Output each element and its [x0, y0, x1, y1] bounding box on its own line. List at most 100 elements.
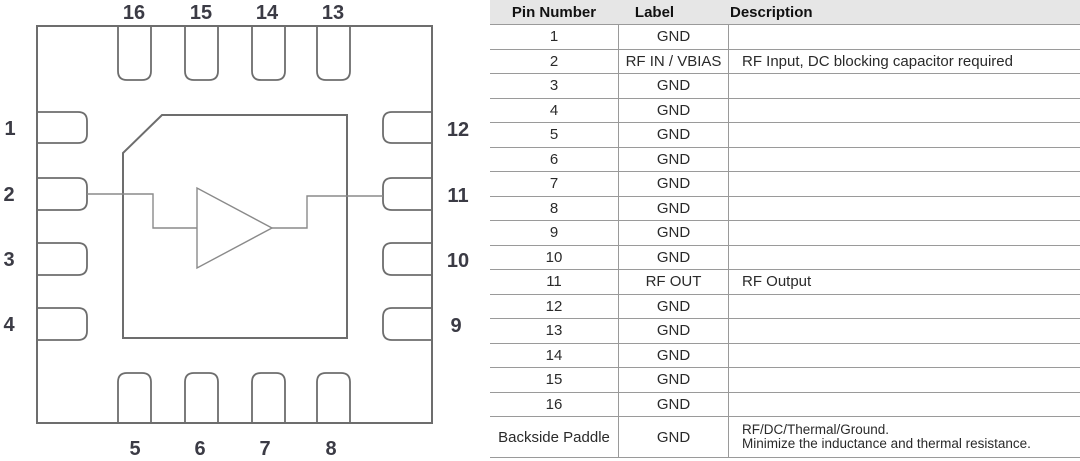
pin-label-13: 13: [322, 2, 344, 24]
pin-pad-8: [316, 372, 351, 422]
pin-pad-9: [382, 307, 431, 341]
table-row: 15 GND: [490, 368, 1080, 393]
table-row: 6 GND: [490, 147, 1080, 172]
pin-label-14: 14: [256, 2, 279, 24]
pin-pad-7: [251, 372, 286, 422]
pin-pad-14: [251, 27, 286, 81]
pin-description-cell: [729, 197, 1080, 221]
pin-description-cell: RF Input, DC blocking capacitor required: [742, 52, 1013, 70]
pin-number-cell: 3: [549, 77, 559, 95]
pin-label-5: 5: [129, 438, 140, 460]
pin-pad-11: [382, 177, 431, 211]
package-outline: [36, 25, 433, 424]
pin-number-cell: 5: [549, 126, 559, 144]
pin-label-1: 1: [4, 118, 15, 140]
pin-number-cell: 13: [545, 322, 563, 340]
header-pin-number: Pin Number: [511, 3, 597, 21]
pin-label-cell: GND: [618, 74, 729, 98]
pin-pad-10: [382, 242, 431, 276]
table-row: 4 GND: [490, 98, 1080, 123]
pin-label-cell: GND: [618, 196, 729, 220]
pin-description-cell: [729, 25, 1080, 49]
table-row: Backside Paddle GND RF/DC/Thermal/Ground.M…: [490, 417, 1080, 458]
pin-description-cell: [729, 368, 1080, 392]
pin-description-cell: [729, 74, 1080, 98]
pin-label-3: 3: [3, 249, 14, 271]
pin-label-16: 16: [123, 2, 145, 24]
pin-description-cell: [729, 393, 1080, 417]
pin-description-cell: RF/DC/Thermal/Ground.Minimize the induct…: [742, 421, 1031, 451]
pin-label-15: 15: [190, 2, 212, 24]
pin-label-11: 11: [447, 185, 468, 207]
pin-description-cell: [729, 295, 1080, 319]
header-label: Label: [634, 3, 675, 21]
pin-label-cell: GND: [618, 172, 729, 196]
header-description: Description: [730, 3, 813, 21]
pin-pad-13: [316, 27, 351, 81]
pin-label-4: 4: [3, 314, 15, 336]
pin-pad-1: [38, 111, 88, 144]
pin-label-10: 10: [447, 250, 469, 272]
pin-label-7: 7: [259, 438, 270, 460]
die-outline: [122, 114, 348, 339]
pin-label-cell: GND: [618, 98, 729, 122]
pin-label-cell: GND: [618, 343, 729, 367]
pin-number-cell: 16: [545, 395, 563, 413]
pin-pad-16: [117, 27, 152, 81]
pin-pad-15: [184, 27, 219, 81]
pin-label-cell: GND: [618, 123, 729, 147]
pin-pad-6: [184, 372, 219, 422]
pin-number-cell: 14: [545, 346, 563, 364]
pin-description-cell: [729, 172, 1080, 196]
pin-pad-2: [38, 177, 88, 211]
pin-table-header: Pin Number Label Description: [490, 0, 1080, 25]
package-diagram-svg: 16 15 14 13 5 6 7 8 1 2 3 4 12 11 10 9: [3, 2, 469, 460]
pin-label-cell: GND: [618, 221, 729, 245]
pin-description-cell: [729, 246, 1080, 270]
pin-label-9: 9: [450, 315, 461, 337]
package-diagram: 16 15 14 13 5 6 7 8 1 2 3 4 12 11 10 9: [0, 0, 490, 461]
pin-label-cell: GND: [618, 245, 729, 269]
table-row: 9 GND: [490, 221, 1080, 246]
table-row: 5 GND: [490, 123, 1080, 148]
pin-number-cell: 4: [549, 101, 559, 119]
pin-label-6: 6: [194, 438, 205, 460]
amplifier-icon: [196, 186, 274, 270]
pin-label-cell: GND: [618, 392, 729, 416]
pin-number-cell: 2: [549, 52, 559, 70]
pin-pad-3: [38, 242, 88, 276]
table-row: 3 GND: [490, 74, 1080, 99]
pin-label-cell: GND: [618, 147, 729, 171]
pin-description-cell: [729, 123, 1080, 147]
pin-label-cell: GND: [618, 368, 729, 392]
pin-number-cell: 9: [549, 224, 559, 242]
table-row: 14 GND: [490, 343, 1080, 368]
pin-number-cell: 6: [549, 150, 559, 168]
pin-label-8: 8: [325, 438, 336, 460]
pin-pad-5: [117, 372, 152, 422]
pin-pad-4: [38, 307, 88, 341]
pin-number-cell: Backside Paddle: [498, 428, 610, 446]
pin-pad-12: [382, 111, 431, 144]
pin-number-cell: 15: [545, 371, 563, 389]
table-row: 16 GND: [490, 392, 1080, 417]
pin-label-cell: RF IN / VBIAS: [618, 49, 729, 73]
rf-output-trace: [272, 195, 383, 229]
pin-label-12: 12: [447, 119, 469, 141]
rf-input-trace: [87, 193, 197, 229]
pin-number-cell: 1: [549, 28, 559, 46]
pin-number-cell: 11: [546, 273, 562, 291]
pin-label-cell: GND: [618, 417, 729, 457]
pin-description-cell: [729, 344, 1080, 368]
pin-description-cell: [729, 221, 1080, 245]
